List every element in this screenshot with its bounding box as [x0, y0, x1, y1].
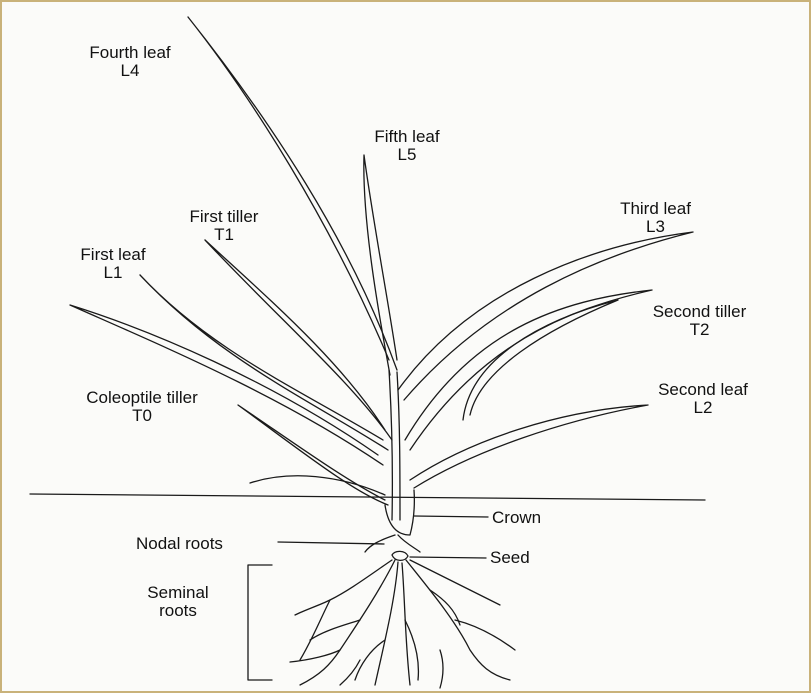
- label-seed: Seed: [490, 549, 530, 567]
- label-first-tiller: First tiller T1: [165, 208, 283, 244]
- second-leaf-name: Second leaf: [628, 381, 778, 399]
- seed-leader: [410, 557, 486, 558]
- third-leaf-code: L3: [598, 218, 713, 236]
- first-leaf-code: L1: [58, 264, 168, 282]
- first-leaf-name: First leaf: [58, 246, 168, 264]
- label-fifth-leaf: Fifth leaf L5: [352, 128, 462, 164]
- label-second-leaf: Second leaf L2: [628, 381, 778, 417]
- label-first-leaf: First leaf L1: [58, 246, 168, 282]
- lower-leaf-left: [250, 476, 385, 495]
- label-seminal-roots: Seminal roots: [128, 584, 228, 620]
- first-tiller-code: T1: [165, 226, 283, 244]
- seed-shape: [392, 551, 408, 560]
- third-leaf-name: Third leaf: [598, 200, 713, 218]
- label-nodal-roots: Nodal roots: [136, 535, 223, 553]
- seminal-roots-line2: roots: [128, 602, 228, 620]
- first-tiller: [205, 240, 392, 440]
- second-leaf: [410, 405, 648, 488]
- label-second-tiller: Second tiller T2: [622, 303, 777, 339]
- label-crown: Crown: [492, 509, 541, 527]
- second-tiller-leaf: [463, 300, 618, 420]
- fifth-leaf-name: Fifth leaf: [352, 128, 462, 146]
- coleoptile-tiller-name: Coleoptile tiller: [52, 389, 232, 407]
- label-third-leaf: Third leaf L3: [598, 200, 713, 236]
- fifth-leaf: [364, 155, 397, 375]
- coleoptile-tiller-code: T0: [52, 407, 232, 425]
- coleoptile-leaf: [70, 305, 383, 465]
- label-coleoptile-tiller: Coleoptile tiller T0: [52, 389, 232, 425]
- coleoptile-tiller: [238, 405, 388, 505]
- first-tiller-name: First tiller: [165, 208, 283, 226]
- label-fourth-leaf: Fourth leaf L4: [70, 44, 190, 80]
- fourth-leaf-code: L4: [70, 62, 190, 80]
- fifth-leaf-code: L5: [352, 146, 462, 164]
- fourth-leaf-name: Fourth leaf: [70, 44, 190, 62]
- seminal-roots-line1: Seminal: [128, 584, 228, 602]
- nodal-roots-leader: [278, 542, 384, 544]
- crown-leader: [414, 516, 488, 517]
- seminal-bracket: [248, 565, 272, 680]
- seminal-roots-lines: [290, 560, 515, 688]
- second-leaf-code: L2: [628, 399, 778, 417]
- second-tiller-code: T2: [622, 321, 777, 339]
- fourth-leaf: [188, 17, 397, 370]
- second-tiller-name: Second tiller: [622, 303, 777, 321]
